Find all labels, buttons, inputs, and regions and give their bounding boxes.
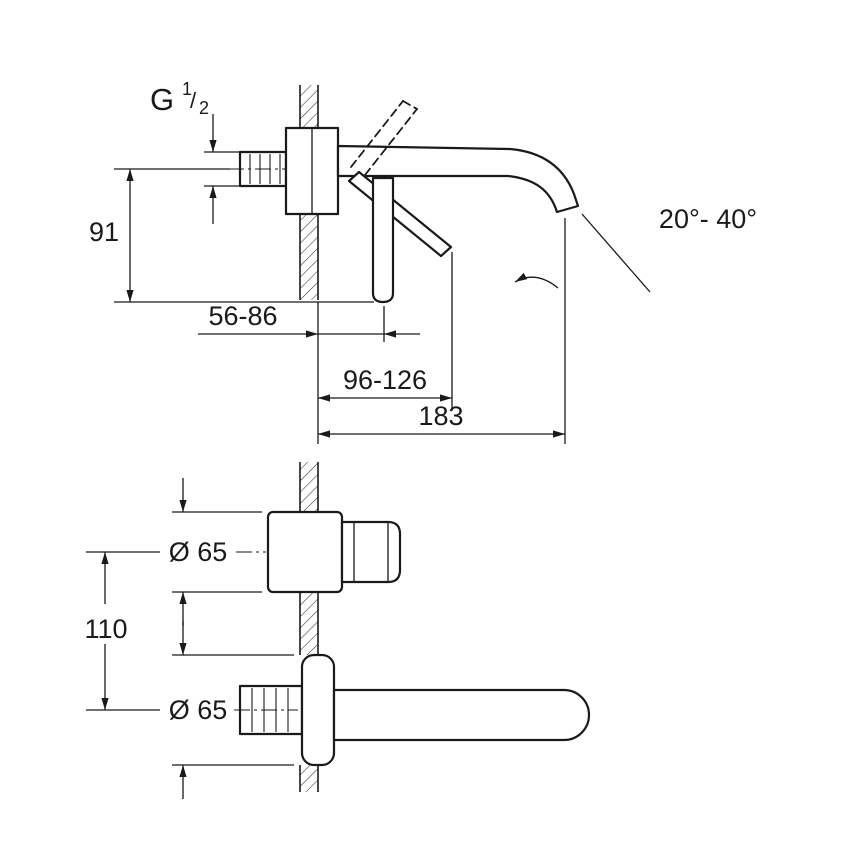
dimension-183: 183 <box>318 401 565 438</box>
thread-size-numerator: 1 <box>182 79 192 99</box>
handle-housing <box>266 510 402 594</box>
spout-escutcheon <box>300 653 336 767</box>
thread-size-denominator: 2 <box>199 98 209 118</box>
dimension-thread-size: G 1 / 2 <box>150 79 242 224</box>
spout-profile <box>336 144 580 214</box>
lever-handle-raised-dashed <box>350 100 418 176</box>
wall-hatching-front-view <box>299 462 319 792</box>
lever-handle-open <box>347 170 453 258</box>
annotation-angle-range: 20°- 40° <box>514 204 757 293</box>
dia-65-top-label: Ø 65 <box>169 537 228 567</box>
thread-size-prefix: G <box>150 82 174 117</box>
angle-range-label: 20°- 40° <box>659 204 757 234</box>
dim-91-label: 91 <box>89 217 119 247</box>
escutcheon-flange-side <box>284 126 340 216</box>
side-view: G 1 / 2 91 56-86 <box>89 79 757 444</box>
dimension-diameter-top: Ø 65 <box>169 478 262 626</box>
dim-56-86-label: 56-86 <box>208 301 277 331</box>
handle-escutcheon <box>266 510 344 594</box>
handle-cylinder <box>340 520 402 584</box>
front-view: Ø 65 Ø 65 110 <box>78 462 591 799</box>
dim-96-126-label: 96-126 <box>343 365 427 395</box>
dimension-96-126: 96-126 <box>318 365 452 402</box>
dimension-91: 91 <box>89 168 374 303</box>
dimension-diameter-bottom: Ø 65 <box>169 621 294 799</box>
dia-65-bottom-label: Ø 65 <box>169 695 228 725</box>
dimension-110: 110 <box>78 551 160 711</box>
wall-hatching-side-view <box>299 85 319 300</box>
dimension-56-86: 56-86 <box>198 301 420 338</box>
spout-tube <box>332 688 591 742</box>
dim-183-label: 183 <box>418 401 463 431</box>
lever-handle-down <box>371 176 395 304</box>
dim-110-label: 110 <box>84 614 127 644</box>
thread-size-slash: / <box>190 88 197 113</box>
